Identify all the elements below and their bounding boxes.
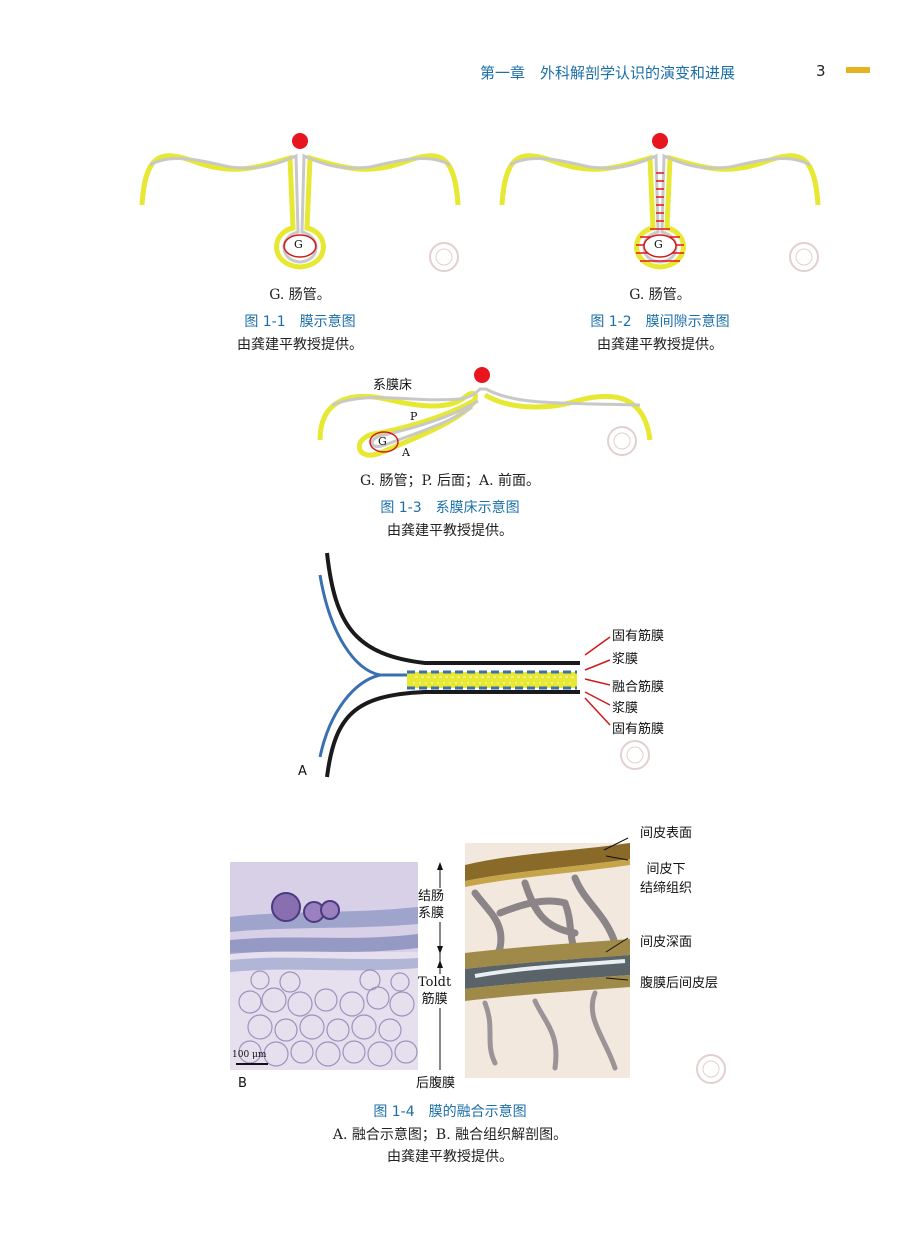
- fig1-3-title: 图 1-3 系膜床示意图: [380, 500, 520, 516]
- fig1-3-label-a: A: [402, 446, 410, 459]
- fig1-4a-label-4: 浆膜: [612, 701, 639, 716]
- fig1-4-panel-a: A: [298, 764, 307, 779]
- fig1-3-label-p: P: [410, 410, 418, 423]
- running-header-title: 第一章 外科解剖学认识的演变和进展: [480, 64, 736, 82]
- figure-1-4b-histology-image: [230, 862, 418, 1070]
- figure-1-4b-anatomy-illustration: [465, 843, 630, 1078]
- fig1-4b-scale-label: 100 μm: [232, 1050, 267, 1060]
- fig1-4a-label-1: 固有筋膜: [612, 629, 665, 644]
- fig1-4a-label-3: 融合筋膜: [612, 680, 665, 695]
- red-dot-marker: [474, 367, 490, 383]
- fig1-4b-label-deep-mesothelium: 间皮深面: [640, 935, 693, 950]
- header-accent-bar: [846, 67, 870, 73]
- figure-1-4a-diagram: [318, 552, 650, 778]
- fig1-4a-label-2: 浆膜: [612, 652, 639, 667]
- fig1-3-credit: 由龚建平教授提供。: [387, 523, 513, 539]
- fig1-1-credit: 由龚建平教授提供。: [237, 337, 363, 353]
- fig1-4-panel-b: B: [238, 1076, 247, 1091]
- red-dot-marker: [652, 133, 668, 149]
- fig1-4-legend: A. 融合示意图；B. 融合组织解剖图。: [332, 1127, 568, 1143]
- fig1-4b-label-submesothelial-tissue: 间皮下 结缔组织: [640, 862, 693, 896]
- fig1-4a-label-5: 固有筋膜: [612, 722, 665, 737]
- fig1-3-legend: G. 肠管；P. 后面；A. 前面。: [359, 473, 541, 489]
- arrow-markers: [584, 636, 611, 726]
- watermark-seal-icon: [620, 740, 650, 770]
- figure-1-3-diagram: [317, 367, 653, 458]
- fig1-4b-label-retroperitoneum: 后腹膜: [416, 1076, 456, 1091]
- fig1-1-title: 图 1-1 膜示意图: [244, 314, 356, 330]
- fig1-1-legend: G. 肠管。: [269, 287, 331, 303]
- fig1-4b-label-mesothelial-surface: 间皮表面: [640, 826, 693, 841]
- fig1-4b-leader-lines: [603, 837, 629, 981]
- fig1-2-legend: G. 肠管。: [629, 287, 691, 303]
- watermark-seal-icon: [607, 426, 637, 456]
- fig1-2-g-label: G: [654, 238, 663, 251]
- page-number: 3: [816, 62, 826, 80]
- fig1-1-g-label: G: [294, 238, 303, 251]
- fig1-3-g-label: G: [378, 435, 387, 448]
- fig1-4b-label-mesocolon: 结肠 系膜: [418, 888, 445, 922]
- watermark-seal-icon: [696, 1054, 726, 1084]
- fig1-4-credit: 由龚建平教授提供。: [387, 1149, 513, 1165]
- fig1-4-title: 图 1-4 膜的融合示意图: [373, 1104, 527, 1120]
- figure-1-2-diagram: [499, 133, 821, 272]
- fig1-2-credit: 由龚建平教授提供。: [597, 337, 723, 353]
- watermark-seal-icon: [429, 242, 459, 272]
- fig1-4b-label-retroperitoneal-layer: 腹膜后间皮层: [640, 976, 719, 991]
- figure-1-1-diagram: [139, 133, 461, 272]
- fig1-4b-label-toldt: Toldt 筋膜: [418, 974, 452, 1008]
- fig1-2-title: 图 1-2 膜间隙示意图: [590, 314, 730, 330]
- watermark-seal-icon: [789, 242, 819, 272]
- fig1-3-label-mesentery-bed: 系膜床: [373, 378, 413, 393]
- red-dot-marker: [292, 133, 308, 149]
